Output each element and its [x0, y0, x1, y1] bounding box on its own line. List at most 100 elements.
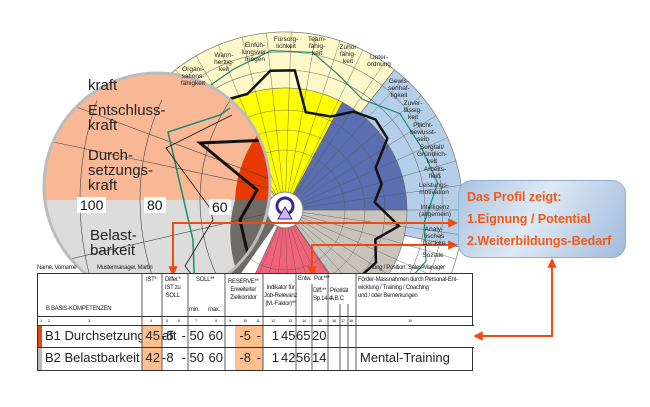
cell-r2: -	[256, 328, 261, 343]
cell-p: 45	[281, 328, 296, 343]
magnifier-ist-line	[196, 138, 270, 299]
column-number: 19	[408, 318, 412, 323]
magnifier-label: kraft	[88, 77, 118, 94]
callout-item-eignung: 1.Eignung / Potential	[467, 212, 591, 226]
cell-m: 1	[271, 328, 279, 343]
header-ist: IST*	[146, 277, 157, 283]
header-foerdermassnahmen: Förder-Massnahmen durch Personal-Ent- wi…	[358, 277, 458, 299]
grid-spoke	[287, 34, 317, 193]
cell-d2: -	[181, 328, 186, 343]
cell-highlight	[235, 326, 253, 348]
arrowhead-icon	[547, 258, 557, 268]
column-number: 15	[318, 318, 322, 323]
row-marker	[38, 326, 42, 348]
header-soll: SOLL**	[196, 277, 215, 283]
column-number: 11	[256, 318, 260, 323]
position: nung / Position: Sales-Manager	[370, 265, 445, 271]
column-number: 12	[271, 318, 275, 323]
cell-entw: 56	[296, 350, 311, 365]
competency-label: Intelligenz (allgemein)	[418, 204, 452, 218]
magnifier-spoke	[44, 139, 270, 189]
header-pot: Pot.***	[314, 276, 330, 282]
competency-label: Arbeits- fleiß	[423, 166, 447, 180]
competency-label: Pflicht- bewusst- sein	[409, 122, 436, 143]
column-number: 10	[243, 318, 247, 323]
cell-foerdermassnahme: Mental-Training	[360, 350, 450, 365]
section-header: B BASIS-KOMPETENZEN	[46, 306, 112, 312]
competency-label: Organi- sations- fähigkeit	[180, 66, 206, 87]
scale-label: 100	[77, 197, 107, 213]
cell-min: 50	[189, 350, 204, 365]
competency-label: Zuver- lässig- keit	[403, 100, 423, 121]
cell-highlight	[142, 348, 162, 370]
magnifier-spoke	[44, 94, 270, 180]
cell-res: -8	[239, 350, 251, 365]
competency-name: B2 Belastbarkeit	[45, 350, 140, 365]
arrowhead-icon	[473, 331, 483, 341]
name-value: Mustermanager, Martin	[97, 265, 153, 271]
header-min: min.	[189, 307, 200, 313]
name-label: Name, Vorname	[37, 265, 77, 271]
cell-max: 60	[208, 328, 223, 343]
arrow-table	[478, 262, 553, 337]
column-number: 2	[48, 318, 50, 323]
column-number: 13	[288, 318, 292, 323]
cell-entw: 65	[296, 328, 311, 343]
scale-label: 80	[144, 197, 166, 213]
magnifier-label: Belast- barkeit	[90, 227, 137, 259]
arrowhead-icon	[448, 218, 458, 228]
cell-ist: 45	[145, 328, 160, 343]
arrow-eignung	[172, 222, 452, 270]
column-number: 1	[40, 318, 42, 323]
header-diff: Diff.** Sp.14-4	[313, 288, 332, 302]
column-number: 3	[88, 318, 90, 323]
callout-item-weiterbildung: 2.Weiterbildungs-Bedarf	[467, 234, 612, 248]
cell-dd: 14	[312, 350, 327, 365]
cell-r2: -	[256, 350, 261, 365]
grid-spoke	[302, 185, 462, 208]
grid-spoke	[241, 37, 281, 193]
grid-spoke	[285, 32, 292, 193]
competency-label: Gewis- senhaf- tigkeit	[388, 78, 410, 99]
cell-diff: -5	[162, 328, 174, 343]
column-number: 14	[302, 318, 306, 323]
row-marker	[38, 348, 42, 370]
cell-diff: -8	[162, 350, 174, 365]
competency-label: Zuhör fähig- keit	[339, 44, 357, 65]
cell-highlight	[142, 326, 162, 348]
competency-label: Einfüh- lungsver- mögen	[241, 42, 269, 63]
competency-label: Team- fähig- keit	[307, 36, 327, 57]
grid-spoke	[301, 137, 448, 203]
magnifier-label: Entschluss- kraft	[88, 102, 166, 134]
logo-icon	[277, 206, 293, 220]
cell-max: 60	[208, 350, 223, 365]
cell-res: -5	[239, 328, 251, 343]
grid-spoke	[294, 62, 385, 196]
column-number: 18	[349, 318, 353, 323]
cell-highlight	[253, 326, 263, 348]
competency-label: Leistungs- motivation	[419, 182, 449, 196]
header-entw: Entw.	[298, 276, 312, 282]
grid-spoke	[266, 32, 284, 193]
competency-label: Analy- tisches Denken	[422, 226, 446, 247]
cell-p: 42	[281, 350, 296, 365]
cell-m: 1	[271, 350, 279, 365]
magnifier-potential-line	[167, 107, 231, 299]
arrow-weiterbildung	[311, 244, 452, 270]
column-number: 8	[215, 318, 217, 323]
column-number: 7	[195, 318, 197, 323]
grid-spoke	[296, 77, 405, 197]
grid-spoke	[290, 40, 341, 193]
cell-highlight	[253, 348, 263, 370]
header-differ: Differ.* IST zu SOLL	[165, 277, 181, 299]
grid-spoke	[300, 115, 437, 201]
column-number: 17	[341, 318, 345, 323]
competency-label: Unter- ordnung	[367, 54, 391, 68]
column-number: 16	[332, 318, 336, 323]
cell-ist: 42	[145, 350, 160, 365]
column-number: 9	[229, 318, 231, 323]
cell-dd: 20	[312, 328, 327, 343]
